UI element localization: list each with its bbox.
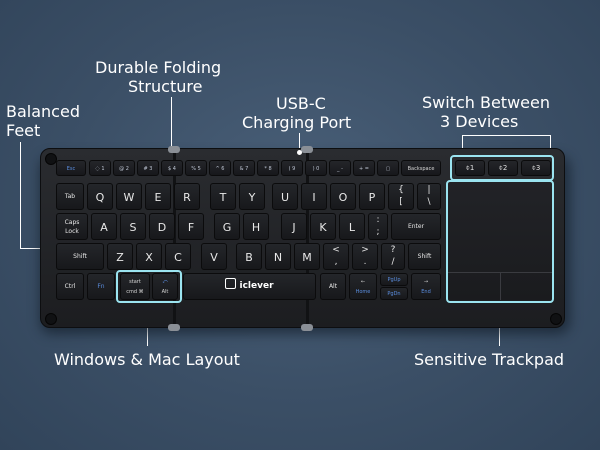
callout-trackpad: Sensitive Trackpad [414,350,565,369]
key-f3[interactable]: # 3 [137,160,159,176]
brand-logo-icon [225,278,237,289]
hinge-knob-bottom-left [168,324,180,331]
leader-usbc [299,133,300,153]
key-j[interactable]: J [281,213,307,240]
key-pgdn[interactable]: PgDn [380,287,408,300]
callout-usbc-line1: USB-C [276,94,326,113]
key-alt-right[interactable]: Alt [320,273,346,300]
key-shift-left[interactable]: Shift [56,243,104,270]
key-f[interactable]: F [178,213,204,240]
key-f7[interactable]: & 7 [233,160,255,176]
key-f5[interactable]: % 5 [185,160,207,176]
key-tab[interactable]: Tab [56,183,84,210]
device-key-1[interactable]: ⌽1 [455,160,485,176]
key-shift-right[interactable]: Shift [408,243,441,270]
key-i[interactable]: I [301,183,327,210]
key-esc[interactable]: Esc [56,160,86,176]
key-pipe[interactable]: |\ [417,183,441,210]
key-u[interactable]: U [272,183,298,210]
key-brace[interactable]: {[ [388,183,414,210]
key-f10[interactable]: ) 0 [305,160,327,176]
key-m[interactable]: M [294,243,320,270]
key-alt-left[interactable]: ⤺ Alt [152,273,178,300]
key-k[interactable]: K [310,213,336,240]
hinge-right [306,151,309,327]
key-backspace[interactable]: Backspace [401,160,441,176]
key-b[interactable]: B [236,243,262,270]
key-f6[interactable]: ^ 6 [209,160,231,176]
usbc-port-marker [297,150,302,155]
key-a[interactable]: A [91,213,117,240]
hinge-knob-top-right [301,146,313,153]
foot-bottom-right [550,313,562,325]
key-r[interactable]: R [174,183,200,210]
leader-switch-right [550,135,551,149]
highlight-layout-keys [116,270,182,303]
foot-top-left [45,153,57,165]
key-n[interactable]: N [265,243,291,270]
highlight-device-keys [450,155,554,181]
key-f2[interactable]: @ 2 [113,160,135,176]
leader-switch-left [462,135,463,149]
key-w[interactable]: W [116,183,142,210]
key-e[interactable]: E [145,183,171,210]
callout-folding-line2: Structure [128,77,203,96]
key-ctrl[interactable]: Ctrl [56,273,84,300]
key-space[interactable]: iclever [183,273,316,300]
callout-folding-line1: Durable Folding [95,58,222,77]
key-g[interactable]: G [214,213,240,240]
device-key-2[interactable]: ⌽2 [488,160,518,176]
key-l[interactable]: L [339,213,365,240]
key-end[interactable]: → End [411,273,441,300]
key-f1[interactable]: ◌ 1 [89,160,111,176]
key-f11[interactable]: _ - [329,160,351,176]
hinge-left [173,151,176,327]
key-comma[interactable]: <, [323,243,349,270]
leader-switch-top [462,135,551,136]
key-f9[interactable]: ( 9 [281,160,303,176]
key-q[interactable]: Q [87,183,113,210]
key-d[interactable]: D [149,213,175,240]
key-f12[interactable]: + = [353,160,375,176]
foot-bottom-left [45,313,57,325]
key-v[interactable]: V [201,243,227,270]
key-x[interactable]: X [136,243,162,270]
key-c[interactable]: C [165,243,191,270]
key-semicolon[interactable]: :; [368,213,388,240]
hinge-knob-top-left [168,146,180,153]
key-f13[interactable]: ▢ [377,160,399,176]
trackpad-button-split [500,272,501,300]
leader-folding [171,97,172,151]
key-o[interactable]: O [330,183,356,210]
key-z[interactable]: Z [107,243,133,270]
key-slash[interactable]: ?/ [381,243,405,270]
highlight-trackpad [446,180,554,303]
key-fn[interactable]: Fn [87,273,115,300]
callout-usbc-line2: Charging Port [242,113,352,132]
callout-switch-line2: 3 Devices [440,112,519,131]
key-home[interactable]: ← Home [349,273,377,300]
key-h[interactable]: H [243,213,269,240]
key-y[interactable]: Y [239,183,265,210]
brand-wordmark: iclever [239,281,274,291]
key-p[interactable]: P [359,183,385,210]
leader-feet-h [20,248,42,249]
callout-switch-line1: Switch Between [422,93,550,112]
key-pgup[interactable]: PgUp [380,273,408,286]
callout-feet-line1: Balanced [6,102,80,121]
key-start-cmd[interactable]: start cmd ⌘ [120,273,150,300]
trackpad[interactable] [448,182,552,300]
device-key-3[interactable]: ⌽3 [521,160,551,176]
key-t[interactable]: T [210,183,236,210]
key-s[interactable]: S [120,213,146,240]
callout-layout: Windows & Mac Layout [54,350,240,369]
key-enter[interactable]: Enter [391,213,441,240]
key-period[interactable]: >. [352,243,378,270]
key-f8[interactable]: * 8 [257,160,279,176]
leader-feet-v [20,142,21,249]
callout-feet-line2: Feet [6,121,41,140]
hinge-knob-bottom-right [301,324,313,331]
key-f4[interactable]: $ 4 [161,160,183,176]
